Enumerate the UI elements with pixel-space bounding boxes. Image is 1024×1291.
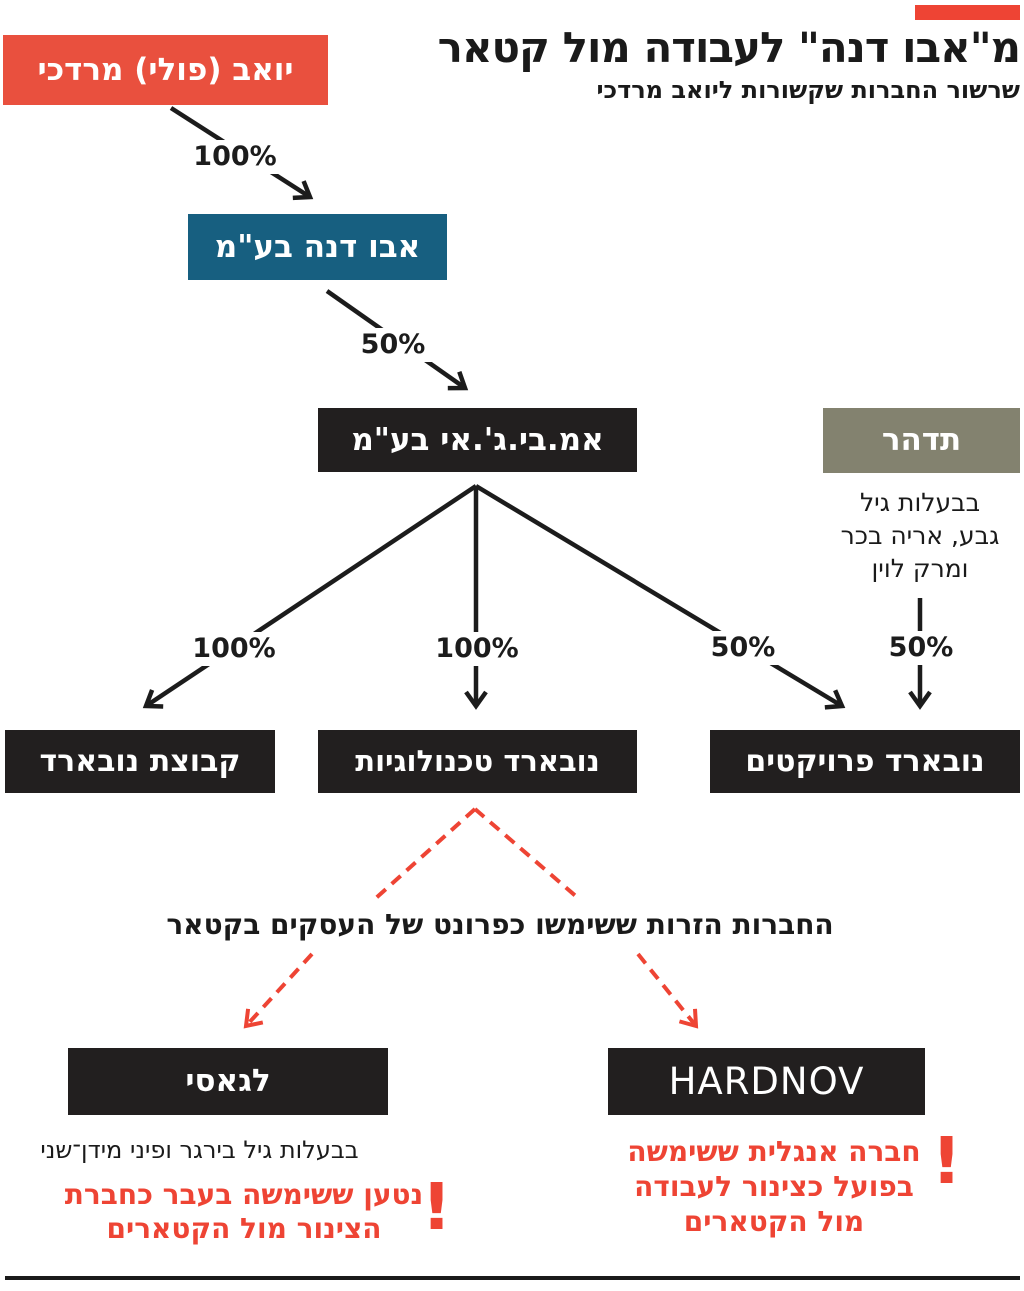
legacy-claim-note: נטען ששימשה בעבר כחברת הצינור מול הקטארי… bbox=[64, 1178, 424, 1246]
tidhar-owners-note: בבעלות גיל גבע, אריה בכר ומרק לוין bbox=[820, 486, 1020, 585]
node-legacy: לגאסי bbox=[68, 1048, 388, 1115]
header-accent-bar bbox=[915, 5, 1020, 20]
arrow-mbgi-group bbox=[142, 484, 478, 709]
node-abu-dana: אבו דנה בע"מ bbox=[188, 214, 447, 280]
dashed-line-tech-left bbox=[374, 807, 477, 900]
hardnov-claim-note: חברה אנגלית ששימשה בפועל כצינור לעבודה מ… bbox=[594, 1134, 954, 1239]
node-novard-group: קבוצת נובארד bbox=[5, 730, 275, 793]
bottom-divider bbox=[5, 1276, 1020, 1280]
pct-mbgi-projects: 50% bbox=[703, 631, 783, 665]
node-yoav-mordechai: יואב (פולי) מרדכי bbox=[3, 35, 328, 105]
pct-abudana-mbgi: 50% bbox=[353, 328, 433, 362]
hardnov-exclamation-mark: ! bbox=[931, 1125, 962, 1199]
page-subtitle: שרשור החברות שקשורות ליואב מרדכי bbox=[596, 76, 1020, 105]
pct-mbgi-group: 100% bbox=[185, 632, 283, 666]
hardnov-claim-line: מול הקטארים bbox=[683, 1205, 865, 1238]
node-hardnov: HARDNOV bbox=[608, 1048, 925, 1115]
tidhar-owners-line: בבעלות גיל bbox=[859, 488, 981, 517]
tidhar-owners-line: ומרק לוין bbox=[871, 554, 969, 583]
pct-tidhar-projects: 50% bbox=[881, 631, 961, 665]
legacy-exclamation-mark: ! bbox=[421, 1171, 452, 1245]
dashed-line-tech-right bbox=[473, 807, 580, 900]
page-title: מ"אבו דנה" לעבודה מול קטאר bbox=[437, 23, 1021, 72]
node-mbgi: אמ.בי.ג'.אי בע"מ bbox=[318, 408, 637, 472]
front-companies-note: החברות הזרות ששימשו כפרונט של העסקים בקט… bbox=[166, 908, 834, 941]
arrow-mbgi-projects bbox=[474, 484, 846, 710]
legacy-owners-note: בבעלות גיל בירגר ופיני מידן־שני bbox=[40, 1136, 359, 1164]
node-tidhar: תדהר bbox=[823, 408, 1020, 473]
tidhar-owners-line: גבע, אריה בכר bbox=[840, 521, 1000, 550]
dashed-arrow-to-legacy bbox=[243, 952, 314, 1029]
node-novard-tech: נובארד טכנולוגיות bbox=[318, 730, 637, 793]
legacy-claim-line: נטען ששימשה בעבר כחברת bbox=[64, 1178, 424, 1211]
hardnov-claim-line: חברה אנגלית ששימשה bbox=[627, 1135, 921, 1168]
header: מ"אבו דנה" לעבודה מול קטאר שרשור החברות … bbox=[437, 23, 1021, 105]
pct-person-abudana: 100% bbox=[186, 140, 284, 174]
legacy-claim-line: הצינור מול הקטארים bbox=[106, 1212, 382, 1245]
dashed-arrow-to-hardnov bbox=[636, 952, 699, 1029]
hardnov-claim-line: בפועל כצינור לעבודה bbox=[634, 1170, 914, 1203]
node-novard-projects: נובארד פרויקטים bbox=[710, 730, 1020, 793]
pct-mbgi-tech: 100% bbox=[428, 632, 526, 666]
